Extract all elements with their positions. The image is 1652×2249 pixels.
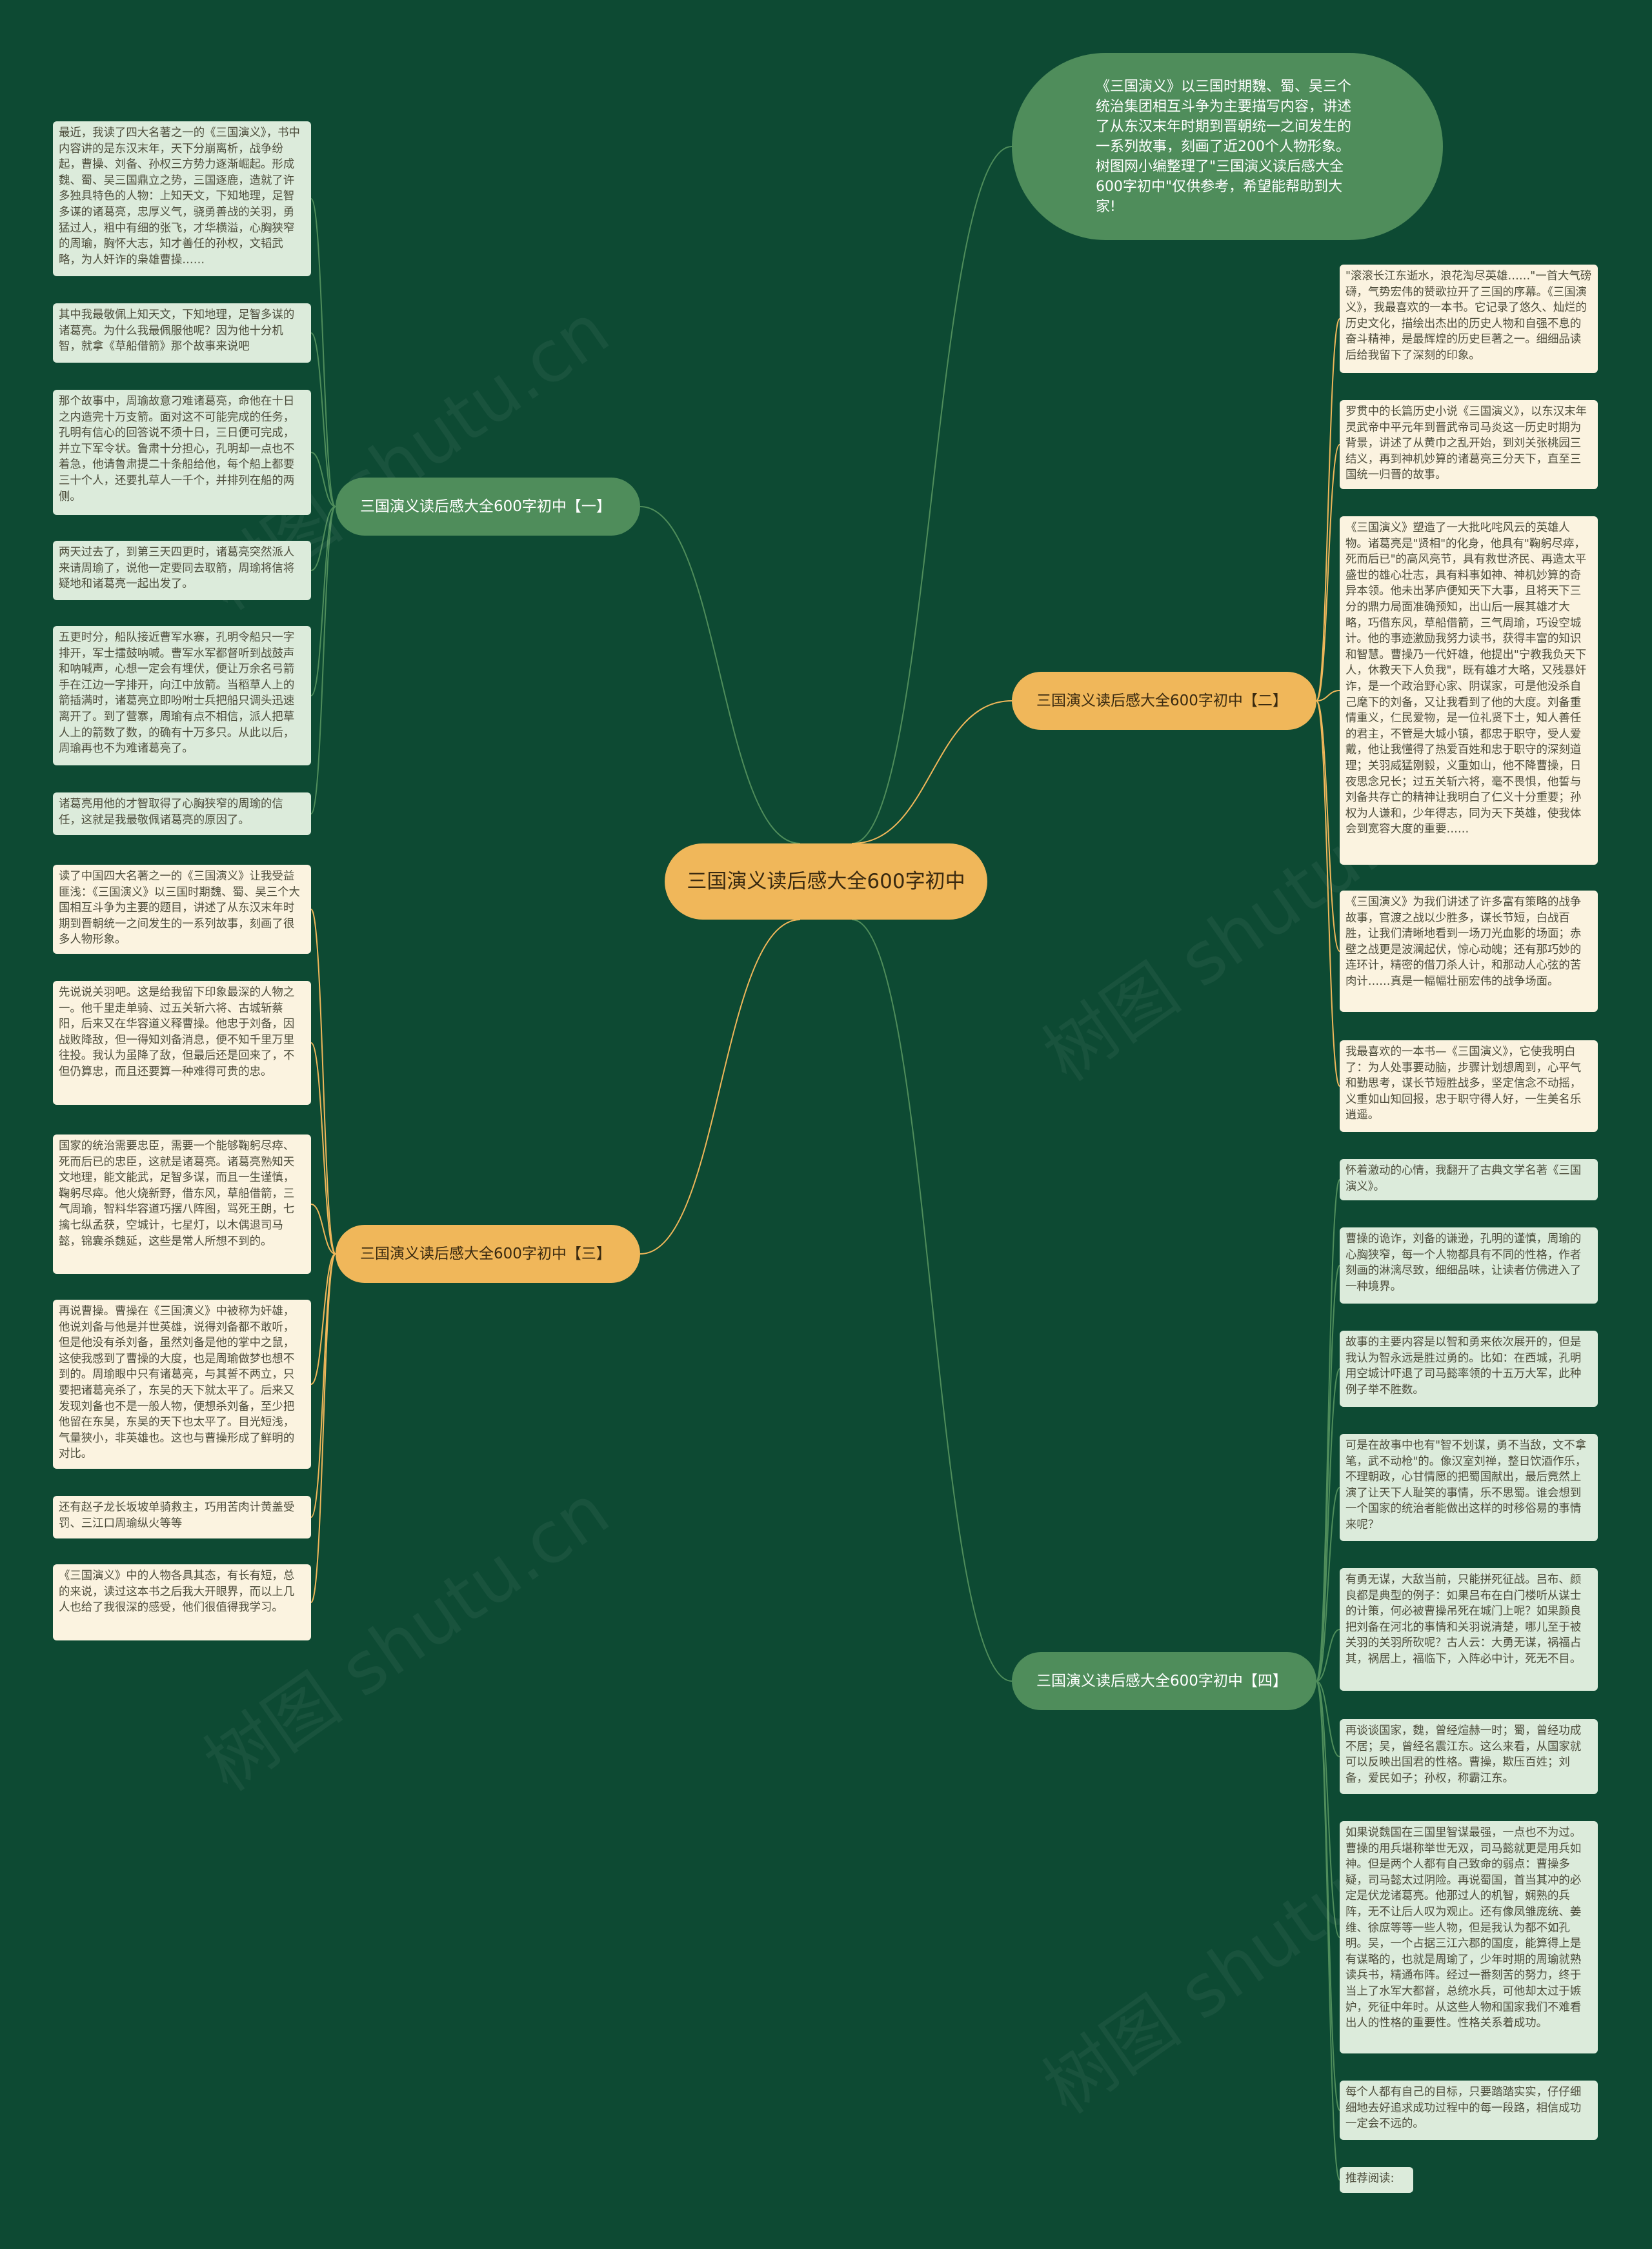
connector-leaf-4-9 (1316, 1680, 1340, 2181)
leaf-2-2[interactable]: 罗贯中的长篇历史小说《三国演义》，以东汉末年灵武帝中平元年到晋武帝司马炎这一历史… (1340, 400, 1598, 489)
leaf-1-2[interactable]: 其中我最敬佩上知天文，下知地理，足智多谋的诸葛亮。为什么我最佩服他呢？因为他十分… (53, 303, 311, 363)
leaf-3-6[interactable]: 《三国演义》中的人物各具其态，有长有短，总的来说，读过这本书之后我大开眼界，而以… (53, 1564, 311, 1640)
leaf-3-5[interactable]: 还有赵子龙长坂坡单骑救主，巧用苦肉计黄盖受罚、三江口周瑜纵火等等 (53, 1496, 311, 1538)
leaf-4-3[interactable]: 故事的主要内容是以智和勇来依次展开的，但是我认为智永远是胜过勇的。比如：在西城，… (1340, 1331, 1598, 1407)
connector-leaf-2-1 (1316, 318, 1340, 701)
connector-leaf-1-3 (310, 452, 336, 507)
central-topic[interactable]: 三国演义读后感大全600字初中 (665, 843, 987, 920)
connector-leaf-3-1 (310, 909, 336, 1255)
connector-leaf-4-5 (1316, 1629, 1340, 1682)
connector-leaf-3-2 (310, 1042, 336, 1255)
leaf-1-6[interactable]: 诸葛亮用他的才智取得了心胸狭窄的周瑜的信任，这就是我最敬佩诸葛亮的原因了。 (53, 792, 311, 835)
leaf-2-3[interactable]: 《三国演义》塑造了一大批叱咤风云的英雄人物。诸葛亮是"贤相"的化身，他具有"鞠躬… (1340, 516, 1598, 865)
connector-leaf-4-3 (1316, 1368, 1340, 1682)
connector-leaf-4-1 (1316, 1179, 1340, 1682)
connector-leaf-2-5 (1316, 700, 1340, 1087)
branch-4[interactable]: 三国演义读后感大全600字初中【四】 (1012, 1652, 1316, 1710)
connector-leaf-4-8 (1316, 1680, 1340, 2111)
connector-leaf-4-6 (1316, 1680, 1340, 1757)
connector-leaf-4-2 (1316, 1265, 1340, 1682)
leaf-4-5[interactable]: 有勇无谋，大敌当前，只能拼死征战。吕布、颜良都是典型的例子：如果吕布在白门楼听从… (1340, 1568, 1598, 1691)
leaf-4-2[interactable]: 曹操的诡诈，刘备的谦逊，孔明的谨慎，周瑜的心胸狭窄，每一个人物都具有不同的性格，… (1340, 1227, 1598, 1304)
leaf-4-8[interactable]: 每个人都有自己的目标，只要踏踏实实，仔仔细细地去好追求成功过程中的每一段路，相信… (1340, 2081, 1598, 2140)
connector-leaf-2-4 (1316, 700, 1340, 952)
leaf-1-1[interactable]: 最近，我读了四大名著之一的《三国演义》，书中内容讲的是东汉末年，天下分崩离析，战… (53, 121, 311, 276)
branch-2[interactable]: 三国演义读后感大全600字初中【二】 (1012, 672, 1316, 730)
connector-branch-2 (851, 700, 1012, 844)
connector-leaf-4-7 (1316, 1680, 1340, 1938)
connector-branch-1 (640, 506, 801, 844)
leaf-3-3[interactable]: 国家的统治需要忠臣，需要一个能够鞠躬尽瘁、死而后已的忠臣，这就是诸葛亮。诸葛亮熟… (53, 1135, 311, 1274)
leaf-3-1[interactable]: 读了中国四大名著之一的《三国演义》让我受益匪浅：《三国演义》以三国时期魏、蜀、吴… (53, 865, 311, 954)
connector-leaf-2-3 (1316, 690, 1340, 701)
leaf-1-5[interactable]: 五更时分，船队接近曹军水寨，孔明令船只一字排开，军士擂鼓呐喊。曹军水军都督听到战… (53, 626, 311, 765)
connector-leaf-4-4 (1316, 1487, 1340, 1682)
connector-leaf-2-2 (1316, 444, 1340, 701)
connector-leaf-3-3 (310, 1204, 336, 1255)
connector-branch-4 (851, 919, 1012, 1682)
connector-leaf-1-1 (310, 198, 336, 507)
connector-leaf-3-4 (310, 1253, 336, 1385)
leaf-2-5[interactable]: 我最喜欢的一本书—《三国演义》，它使我明白了：为人处事要动脑，步骤计划想周到，心… (1340, 1040, 1598, 1132)
connector-leaf-1-4 (310, 506, 336, 571)
branch-3[interactable]: 三国演义读后感大全600字初中【三】 (336, 1225, 640, 1283)
intro-node[interactable]: 《三国演义》以三国时期魏、蜀、吴三个统治集团相互斗争为主要描写内容，讲述了从东汉… (1012, 53, 1443, 240)
leaf-3-2[interactable]: 先说说关羽吧。这是给我留下印象最深的人物之一。他千里走单骑、过五关斩六将、古城斩… (53, 981, 311, 1105)
connector-leaf-1-5 (310, 506, 336, 696)
leaf-1-3[interactable]: 那个故事中，周瑜故意刁难诸葛亮，命他在十日之内造完十万支箭。面对这不可能完成的任… (53, 390, 311, 515)
connector-branch-3 (640, 919, 801, 1255)
connector-leaf-3-5 (310, 1253, 336, 1518)
connector-leaf-1-6 (310, 506, 336, 814)
leaf-2-1[interactable]: "滚滚长江东逝水，浪花淘尽英雄……"一首大气磅礴，气势宏伟的赞歌拉开了三国的序幕… (1340, 265, 1598, 373)
branch-1[interactable]: 三国演义读后感大全600字初中【一】 (336, 478, 640, 536)
leaf-1-4[interactable]: 两天过去了，到第三天四更时，诸葛亮突然派人来请周瑜了，说他一定要同去取箭，周瑜将… (53, 541, 311, 600)
leaf-4-7[interactable]: 如果说魏国在三国里智谋最强，一点也不为过。曹操的用兵堪称举世无双，司马懿就更是用… (1340, 1821, 1598, 2053)
leaf-2-4[interactable]: 《三国演义》为我们讲述了许多富有策略的战争故事，官渡之战以少胜多，谋长节短，白战… (1340, 891, 1598, 1012)
leaf-4-6[interactable]: 再谈谈国家，魏，曾经煊赫一时；蜀，曾经功成不居；吴，曾经名震江东。这么来看，从国… (1340, 1719, 1598, 1794)
leaf-4-1[interactable]: 怀着激动的心情，我翻开了古典文学名著《三国演义》。 (1340, 1159, 1598, 1200)
connector-leaf-1-2 (310, 332, 336, 507)
leaf-3-4[interactable]: 再说曹操。曹操在《三国演义》中被称为奸雄，他说刘备与他是并世英雄，说得刘备都不敢… (53, 1300, 311, 1469)
connector-leaf-3-6 (310, 1253, 336, 1603)
leaf-4-4[interactable]: 可是在故事中也有"智不划谋，勇不当敌，文不拿笔，武不动枪"的。像汉室刘禅，整日饮… (1340, 1434, 1598, 1541)
leaf-4-9[interactable]: 推荐阅读: (1340, 2167, 1413, 2193)
connector-intro (851, 146, 1012, 844)
